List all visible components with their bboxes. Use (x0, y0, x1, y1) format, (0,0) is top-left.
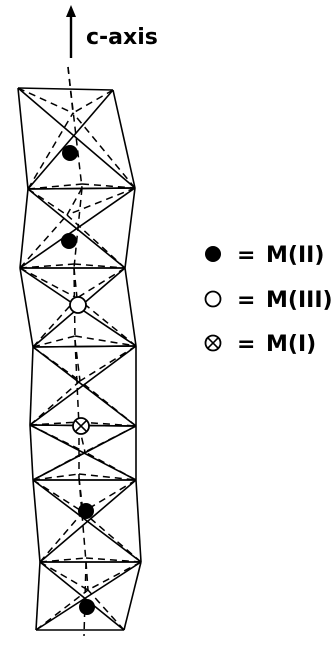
octahedron-hidden-edge (84, 451, 137, 481)
octahedron-hidden-edge (29, 421, 80, 426)
octahedra-chain (17, 66, 142, 637)
octahedron-hidden-edge (81, 183, 136, 189)
octahedron-hidden-edge (27, 183, 83, 190)
octahedron-hidden-edge (78, 473, 137, 481)
octahedron-hidden-edge (32, 335, 76, 348)
octahedron-edge (32, 425, 137, 481)
c-axis-arrow-head (66, 5, 76, 17)
octahedron-hidden-edge (72, 89, 114, 114)
octahedron-hidden-edge (39, 557, 87, 563)
octahedron-edge (32, 345, 137, 348)
octahedron-edge (29, 424, 34, 481)
octahedron-edge (29, 345, 137, 426)
c-axis-label: c-axis (86, 25, 158, 50)
octahedron-hidden-edge (74, 335, 137, 347)
octahedron-edge (32, 479, 41, 563)
octahedron-hidden-edge (32, 451, 86, 481)
octahedron-edge (112, 89, 136, 189)
filled-circle-icon (205, 246, 221, 262)
legend-label-m-ii: M(II) (266, 243, 324, 268)
octahedron-edge (35, 561, 142, 631)
metal-site-mi (72, 417, 90, 435)
metal-site-mii (61, 233, 77, 249)
octahedron-hidden-edge (87, 561, 142, 591)
octahedron-hidden-edge (82, 511, 142, 563)
octahedron-hidden-edge (19, 263, 75, 269)
legend: = M(II) = M(III) = M(I) (204, 243, 333, 357)
octahedron-hidden-edge (85, 561, 89, 591)
octahedron-edge (29, 346, 34, 426)
octahedron-hidden-edge (32, 346, 81, 382)
octahedron-edge (39, 479, 137, 563)
octahedron-edge (27, 89, 114, 190)
octahedron-hidden-edge (27, 112, 74, 190)
octahedron-edge (123, 561, 142, 631)
octahedron-edge (29, 424, 137, 481)
legend-label-m-i: M(I) (266, 332, 316, 357)
octahedron-hidden-edge (29, 424, 86, 453)
octahedron-hidden-edge (73, 263, 126, 269)
octahedron-hidden-edge (78, 421, 137, 427)
octahedron-hidden-edge (19, 267, 78, 299)
metal-site-markers (61, 145, 95, 615)
octahedron-edge (17, 87, 114, 91)
octahedron-hidden-edge (74, 339, 80, 427)
octahedron-edge (17, 87, 29, 190)
octahedron-hidden-edge (72, 112, 136, 189)
octahedron-edge (124, 267, 137, 347)
octahedron-hidden-edge (32, 473, 80, 481)
octahedron-hidden-edge (17, 87, 74, 114)
octahedron-edge (124, 187, 136, 269)
octahedron-hidden-edge (87, 589, 125, 631)
octahedron-edge (19, 267, 34, 348)
c-axis-indicator: c-axis (66, 5, 158, 58)
octahedron-edge (17, 87, 136, 189)
octahedron-hidden-edge (39, 511, 84, 563)
octahedron-hidden-edge (29, 380, 81, 426)
legend-equals: = (237, 243, 255, 268)
octahedron-edge (135, 479, 142, 563)
legend-item-m-i: = M(I) (204, 332, 316, 357)
octahedron-hidden-edge (76, 267, 126, 299)
octahedron-edge (39, 561, 125, 631)
legend-equals: = (237, 332, 255, 357)
octahedron-hidden-edge (27, 188, 68, 216)
octahedron-edge (32, 346, 137, 427)
octahedron-hidden-edge (74, 339, 81, 382)
octahedron-hidden-edge (66, 187, 83, 216)
octahedron-hidden-edge (39, 561, 89, 591)
octahedron-hidden-edge (84, 425, 137, 453)
metal-site-mii (78, 503, 94, 519)
octahedron-edge (19, 188, 29, 269)
octahedron-hidden-edge (85, 557, 142, 563)
octahedron-hidden-edge (73, 267, 78, 299)
legend-label-m-iii: M(III) (266, 288, 333, 313)
legend-item-m-ii: = M(II) (205, 243, 324, 268)
metal-site-mii (79, 599, 95, 615)
octahedron-hidden-edge (19, 214, 68, 269)
metal-site-mii (62, 145, 78, 161)
octahedron-hidden-edge (67, 66, 74, 114)
octahedron-hidden-edge (79, 345, 137, 382)
octahedron-hidden-edge (66, 187, 136, 216)
octahedron-hidden-edge (67, 66, 83, 189)
crossed-circle-icon (204, 334, 222, 352)
open-circle-icon (204, 290, 222, 308)
octahedron-hidden-edge (32, 479, 84, 513)
octahedron-hidden-edge (66, 214, 126, 269)
metal-site-miii (69, 296, 87, 314)
legend-item-m-iii: = M(III) (204, 288, 333, 313)
octahedron-hidden-edge (35, 589, 89, 631)
octahedron-hidden-edge (83, 561, 87, 637)
octahedron-hidden-edge (73, 187, 83, 269)
octahedron-edge (35, 561, 41, 631)
legend-equals: = (237, 288, 255, 313)
